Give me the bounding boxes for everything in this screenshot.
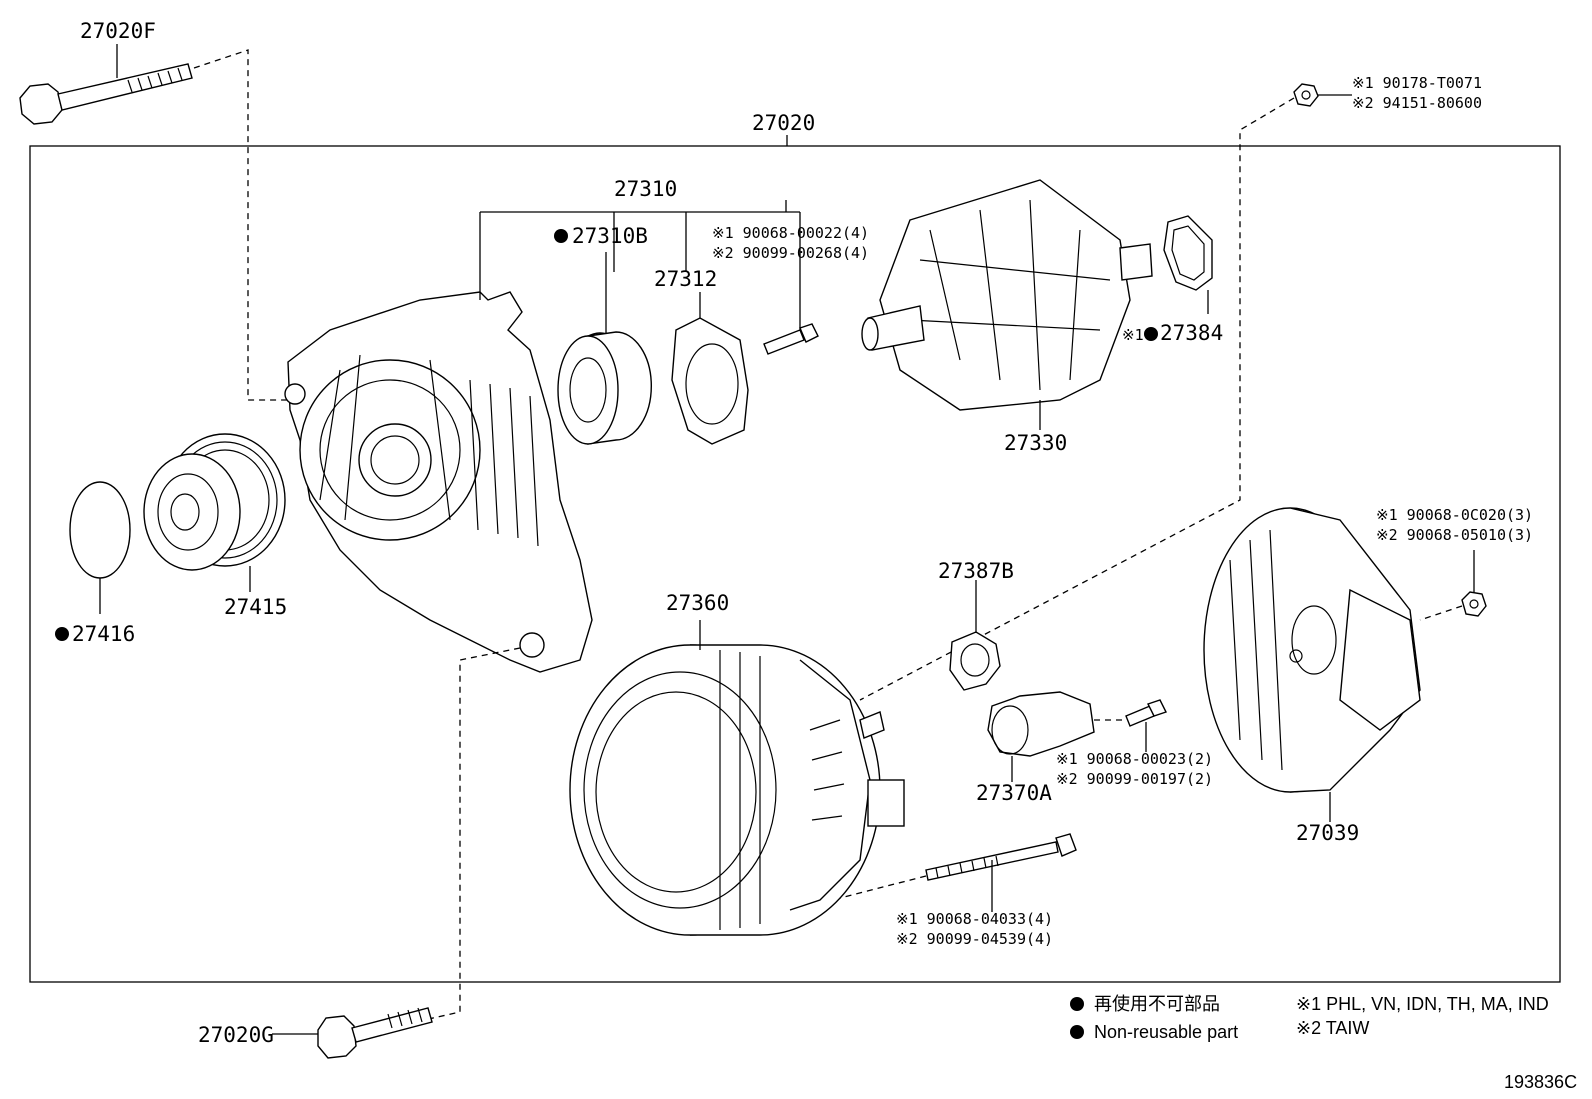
label-27330: 27330 — [1004, 431, 1067, 455]
label-27370A: 27370A — [976, 781, 1052, 805]
note-bolt-27370-2: ※2 90099-00197(2) — [1056, 770, 1213, 788]
bolt-27020G[interactable] — [317, 1007, 433, 1059]
label-27020: 27020 — [752, 111, 815, 135]
legend-region-2: ※2 TAIW — [1296, 1018, 1369, 1038]
nut-90178[interactable] — [1293, 83, 1319, 107]
pulley-27415[interactable] — [143, 433, 286, 571]
note-bolt-27312-1: ※1 90068-00022(4) — [712, 224, 869, 242]
bolt-90068-00023[interactable] — [1125, 699, 1167, 727]
assembly-frame — [29, 145, 1561, 983]
legend-non-reusable-en: Non-reusable part — [1094, 1022, 1238, 1042]
bolt-27020F[interactable] — [19, 63, 193, 125]
legend-dot-jp — [1070, 997, 1084, 1011]
non-reusable-dot-27416 — [55, 627, 69, 641]
label-27310: 27310 — [614, 177, 677, 201]
stator-27360[interactable] — [569, 644, 905, 936]
label-27039: 27039 — [1296, 821, 1359, 845]
rear-cover-27039[interactable] — [1203, 507, 1421, 793]
cap-27416[interactable] — [69, 481, 131, 579]
non-reusable-dot-27384 — [1144, 327, 1158, 341]
note-nut-27039-2: ※2 90068-05010(3) — [1376, 526, 1533, 544]
note-nut-top-1: ※1 90178-T0071 — [1352, 74, 1482, 92]
retainer-plate-27312[interactable] — [671, 317, 749, 445]
note-bolt-27370-1: ※1 90068-00023(2) — [1056, 750, 1213, 768]
note-long-bolt-1: ※1 90068-04033(4) — [896, 910, 1053, 928]
note-bolt-27312-2: ※2 90099-00268(4) — [712, 244, 869, 262]
note-long-bolt-2: ※2 90099-04539(4) — [896, 930, 1053, 948]
label-27387B: 27387B — [938, 559, 1014, 583]
legend-region-1: ※1 PHL, VN, IDN, TH, MA, IND — [1296, 994, 1549, 1014]
long-bolt-90068-04033[interactable] — [925, 833, 1077, 881]
label-27416: 27416 — [72, 622, 135, 646]
label-27360: 27360 — [666, 591, 729, 615]
label-27415: 27415 — [224, 595, 287, 619]
note-nut-top-2: ※2 94151-80600 — [1352, 94, 1482, 112]
label-27384: 27384 — [1160, 321, 1223, 345]
label-27310B: 27310B — [572, 224, 648, 248]
nut-90068-0C020[interactable] — [1461, 591, 1487, 617]
holder-27387B[interactable] — [949, 631, 1001, 691]
bearing-27310B[interactable] — [557, 331, 653, 445]
ring-27384[interactable] — [1163, 215, 1213, 291]
non-reusable-dot-27310B — [554, 229, 568, 243]
bolt-90068-00022[interactable] — [763, 323, 819, 355]
label-27020G: 27020G — [198, 1023, 274, 1047]
label-27020F: 27020F — [80, 19, 156, 43]
rotor-27330[interactable] — [861, 179, 1153, 411]
front-housing[interactable] — [284, 291, 593, 673]
legend-dot-en — [1070, 1025, 1084, 1039]
note-nut-27039-1: ※1 90068-0C020(3) — [1376, 506, 1533, 524]
label-27312: 27312 — [654, 267, 717, 291]
legend-non-reusable-jp: 再使用不可部品 — [1094, 994, 1220, 1014]
label-27384-prefix: ※1 — [1122, 326, 1144, 344]
brush-holder-27370A[interactable] — [987, 691, 1095, 757]
diagram-id: 193836C — [1504, 1072, 1577, 1092]
